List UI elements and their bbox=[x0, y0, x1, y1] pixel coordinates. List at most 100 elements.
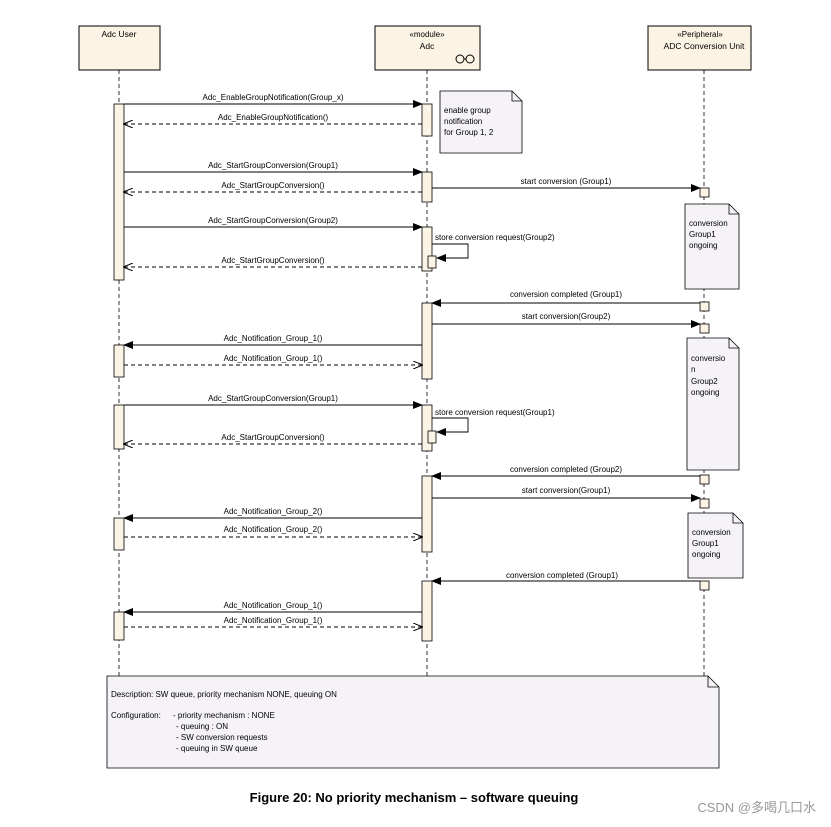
message-13: Adc_StartGroupConversion(Group1) bbox=[124, 394, 423, 409]
activation-bar bbox=[421, 475, 433, 553]
note-line: ongoing bbox=[691, 388, 719, 397]
note-line: ongoing bbox=[689, 241, 717, 250]
message-6: Adc_StartGroupConversion(Group2) bbox=[124, 216, 423, 231]
figure-caption: Figure 20: No priority mechanism – softw… bbox=[250, 790, 579, 805]
activation-bar bbox=[699, 498, 710, 509]
message-label: Adc_StartGroupConversion() bbox=[221, 181, 324, 190]
message-label: Adc_StartGroupConversion() bbox=[221, 256, 324, 265]
activation-bar bbox=[421, 580, 433, 642]
note-line: enable group bbox=[444, 106, 491, 115]
message-label: Adc_StartGroupConversion(Group1) bbox=[208, 161, 338, 170]
configuration-item: - priority mechanism : NONE bbox=[173, 711, 275, 720]
message-label: Adc_StartGroupConversion(Group1) bbox=[208, 394, 338, 403]
message-label: Adc_Notification_Group_2() bbox=[224, 525, 323, 534]
message-label: Adc_Notification_Group_1() bbox=[224, 354, 323, 363]
activation-bar bbox=[421, 171, 433, 203]
message-8: Adc_StartGroupConversion() bbox=[124, 256, 422, 267]
message-19: Adc_Notification_Group_2() bbox=[124, 525, 422, 537]
activation-bar bbox=[113, 611, 125, 641]
note-line: Group2 bbox=[691, 377, 718, 386]
activation-bar bbox=[113, 103, 125, 281]
message-20: conversion completed (Group1) bbox=[431, 571, 700, 585]
message-2: Adc_EnableGroupNotification() bbox=[124, 113, 422, 124]
message-label: Adc_StartGroupConversion(Group2) bbox=[208, 216, 338, 225]
lifeline-name-user: Adc User bbox=[102, 29, 137, 39]
note-line: conversio bbox=[691, 354, 726, 363]
note-group1-ongoing-2: conversion Group1 ongoing bbox=[687, 512, 744, 579]
message-18: Adc_Notification_Group_2() bbox=[123, 507, 422, 522]
message-label: start conversion(Group2) bbox=[522, 312, 611, 321]
message-16: conversion completed (Group2) bbox=[431, 465, 700, 480]
lifeline-stereotype-adc: «module» bbox=[409, 30, 445, 39]
message-label: Adc_Notification_Group_1() bbox=[224, 334, 323, 343]
note-line: for Group 1, 2 bbox=[444, 128, 494, 137]
message-17: start conversion(Group1) bbox=[432, 486, 701, 502]
activation-bar bbox=[427, 255, 437, 269]
message-3: Adc_StartGroupConversion(Group1) bbox=[124, 161, 423, 176]
note-enable-notification: enable group notification for Group 1, 2 bbox=[439, 90, 523, 154]
activation-bar bbox=[699, 474, 710, 485]
module-icon bbox=[455, 54, 475, 64]
message-label: store conversion request(Group1) bbox=[435, 408, 555, 417]
message-label: Adc_EnableGroupNotification(Group_x) bbox=[203, 93, 344, 102]
configuration-item: - queuing : ON bbox=[176, 722, 228, 731]
configuration-item: - queuing in SW queue bbox=[176, 744, 258, 753]
message-14-self: store conversion request(Group1) bbox=[432, 408, 555, 436]
lifeline-name-periph: ADC Conversion Unit bbox=[664, 41, 745, 51]
message-label: Adc_Notification_Group_1() bbox=[224, 601, 323, 610]
lifeline-name-adc: Adc bbox=[420, 41, 435, 51]
lifeline-header-periph: «Peripheral» ADC Conversion Unit bbox=[647, 25, 752, 71]
activation-bar bbox=[113, 517, 125, 551]
note-line: notification bbox=[444, 117, 482, 126]
message-label: conversion completed (Group2) bbox=[510, 465, 622, 474]
message-label: start conversion (Group1) bbox=[521, 177, 612, 186]
note-line: Group1 bbox=[692, 539, 719, 548]
note-group2-ongoing: conversio n Group2 ongoing bbox=[686, 337, 740, 471]
activation-bar bbox=[699, 187, 710, 198]
message-11: Adc_Notification_Group_1() bbox=[123, 334, 422, 349]
message-12: Adc_Notification_Group_1() bbox=[124, 354, 422, 365]
activation-bar bbox=[699, 580, 710, 591]
configuration-item: - SW conversion requests bbox=[176, 733, 268, 742]
activation-bar bbox=[699, 323, 710, 334]
note-group1-ongoing: conversion Group1 ongoing bbox=[684, 203, 740, 290]
message-22: Adc_Notification_Group_1() bbox=[124, 616, 422, 627]
message-label: start conversion(Group1) bbox=[522, 486, 611, 495]
activation-bar bbox=[421, 404, 433, 452]
activation-bar bbox=[113, 404, 125, 450]
message-label: Adc_StartGroupConversion() bbox=[221, 433, 324, 442]
message-label: conversion completed (Group1) bbox=[506, 571, 618, 580]
message-15: Adc_StartGroupConversion() bbox=[124, 433, 422, 444]
message-label: Adc_EnableGroupNotification() bbox=[218, 113, 329, 122]
activation-bar bbox=[421, 302, 433, 380]
message-21: Adc_Notification_Group_1() bbox=[123, 601, 422, 616]
message-10: start conversion(Group2) bbox=[432, 312, 701, 328]
note-line: n bbox=[691, 365, 695, 374]
message-5: start conversion (Group1) bbox=[432, 177, 701, 192]
activation-bar bbox=[699, 301, 710, 312]
description-box: Description: SW queue, priority mechanis… bbox=[106, 675, 720, 769]
description-text: Description: SW queue, priority mechanis… bbox=[111, 690, 337, 699]
message-label: Adc_Notification_Group_1() bbox=[224, 616, 323, 625]
activation-bar bbox=[113, 344, 125, 378]
note-line: conversion bbox=[692, 528, 731, 537]
activation-bar bbox=[421, 226, 433, 272]
configuration-label: Configuration: bbox=[111, 711, 161, 720]
message-label: Adc_Notification_Group_2() bbox=[224, 507, 323, 516]
lifeline-stereotype-periph: «Peripheral» bbox=[677, 30, 723, 39]
lifeline-header-adc: «module» Adc bbox=[374, 25, 481, 71]
message-9: conversion completed (Group1) bbox=[431, 290, 700, 307]
message-7-self: store conversion request(Group2) bbox=[432, 233, 555, 262]
activation-bar bbox=[421, 103, 433, 137]
note-line: Group1 bbox=[689, 230, 716, 239]
activation-bar bbox=[427, 430, 437, 444]
message-4: Adc_StartGroupConversion() bbox=[124, 181, 422, 192]
watermark: CSDN @多喝几口水 bbox=[697, 800, 816, 815]
note-line: conversion bbox=[689, 219, 728, 228]
note-line: ongoing bbox=[692, 550, 720, 559]
message-label: store conversion request(Group2) bbox=[435, 233, 555, 242]
lifeline-header-user: Adc User bbox=[78, 25, 161, 71]
message-1: Adc_EnableGroupNotification(Group_x) bbox=[124, 93, 423, 108]
message-label: conversion completed (Group1) bbox=[510, 290, 622, 299]
